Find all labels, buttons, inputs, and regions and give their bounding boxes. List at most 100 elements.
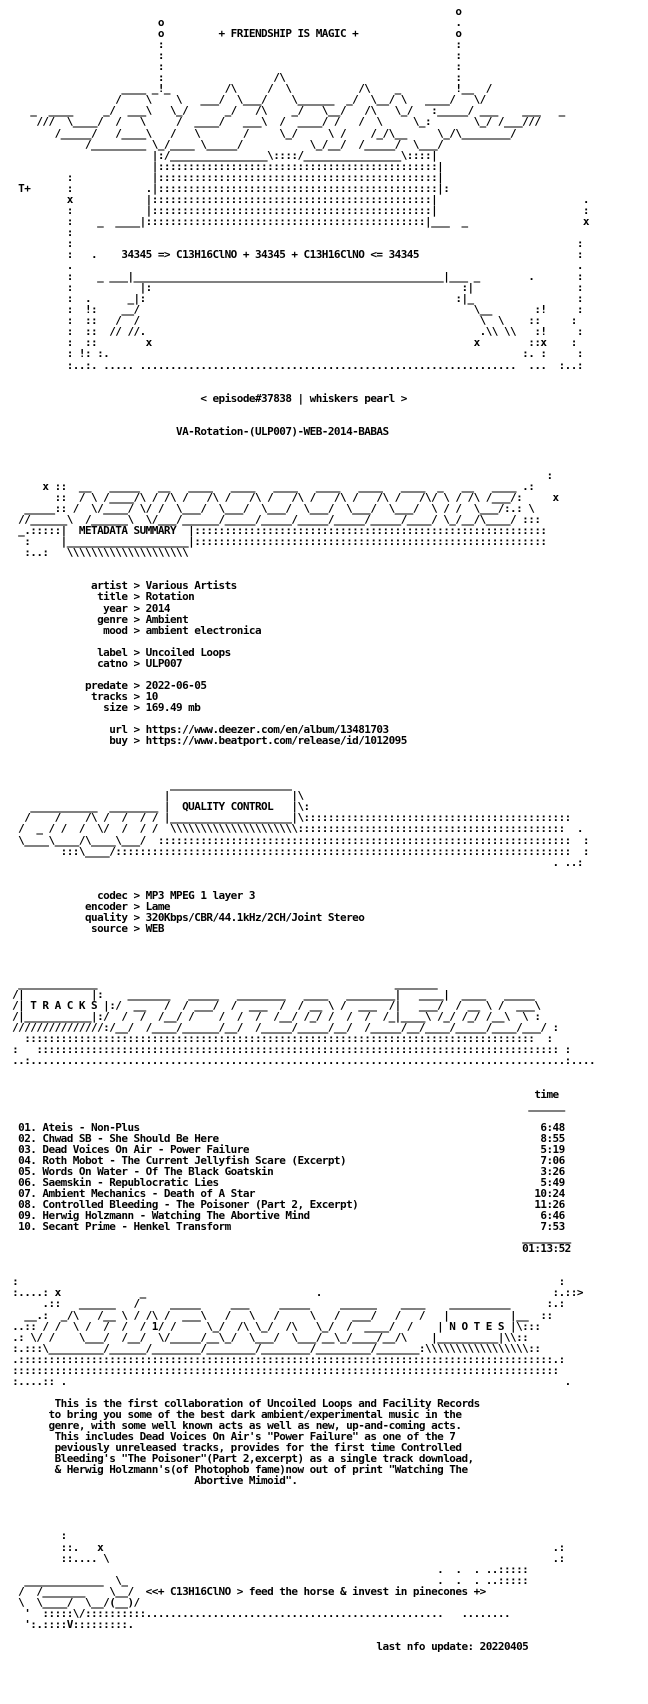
- nfo-line: This is the first collaboration of Uncoi…: [6, 1396, 481, 1410]
- nfo-line: last nfo update: 20220405: [6, 1639, 529, 1653]
- nfo-line: _____________ _______: [6, 977, 438, 991]
- nfo-line: x :: __ _____ __ ____ ____ ____ ____ ___…: [6, 480, 535, 494]
- nfo-line: o .: [6, 16, 462, 30]
- nfo-line: :: / \ /____/\ / /\ / /\ / /\ / /\ / /\ …: [6, 491, 560, 505]
- nfo-line: : :: [6, 1275, 565, 1289]
- nfo-line: . .: [6, 259, 584, 273]
- nfo-line: : |: :| :: [6, 281, 584, 295]
- nfo-line: / _ / / / \/ / / / \\\\\\\\\\\\\\\\\\\\\…: [6, 822, 583, 836]
- nfo-line: mood > ambient electronica: [6, 623, 262, 637]
- nfo-line: T+ : .|:::::::::::::::::::::::::::::::::…: [6, 181, 450, 195]
- nfo-line: & Herwig Holzmann's(of Photophob fame)no…: [6, 1463, 468, 1477]
- nfo-line: /_____/ /____\ / \ / \_/ \ / /_/\__ \_/\…: [6, 126, 517, 140]
- nfo-line: :.:::\_________/______/________/________…: [6, 1341, 541, 1355]
- nfo-line: / /_______ \__/ <<+ C13H16ClNO > feed th…: [6, 1584, 486, 1598]
- nfo-line: ____ _!_ /\ / \ /\ _ !__ /: [6, 82, 492, 96]
- nfo-line: x |:::::::::::::::::::::::::::::::::::::…: [6, 192, 590, 206]
- nfo-line: : |____________________|::::::::::::::::…: [6, 535, 547, 549]
- nfo-line: .:::::::::::::::::::::::::::::::::::::::…: [6, 1352, 565, 1366]
- nfo-line: :..:. ..... ............................…: [6, 358, 584, 372]
- nfo-line: 01:13:52: [6, 1242, 571, 1256]
- nfo-line: : /\ :: [6, 71, 462, 85]
- nfo-line: ______: [6, 1098, 565, 1112]
- nfo-line: 08. Controlled Bleeding - The Poisoner (…: [6, 1198, 565, 1212]
- nfo-line: quality > 320Kbps/CBR/44.1kHz/2CH/Joint …: [6, 910, 365, 924]
- nfo-line: < episode#37838 | whiskers pearl >: [6, 391, 407, 405]
- nfo-line: buy > https://www.beatport.com/release/i…: [6, 734, 407, 748]
- nfo-line: /_________ \_/____ \_____/ \_/__/ /_____…: [6, 137, 444, 151]
- nfo-line: ____________________: [6, 778, 292, 792]
- nfo-line: :....:: . .: [6, 1374, 571, 1388]
- nfo-line: ::::::::::::::::::::::::::::::::::::::::…: [6, 1363, 559, 1377]
- nfo-line: ::. x .:: [6, 1540, 566, 1554]
- nfo-line: 03. Dead Voices On Air - Power Failure 5…: [6, 1142, 565, 1156]
- nfo-line: : . _|: :|_ :: [6, 292, 584, 306]
- nfo-line: ':.::::V:::::::::.: [6, 1617, 134, 1631]
- nfo-line: size > 169.49 mb: [6, 700, 201, 714]
- nfo-line: /| T R A C K S |:/ __ / / ___/ / ___ / /…: [6, 999, 541, 1013]
- nfo-line: __.: _/\ /__ \ / /\ / ___\ / \ / \ / ___…: [6, 1308, 553, 1322]
- nfo-line: 07. Ambient Mechanics - Death of A Star …: [6, 1187, 565, 1201]
- nfo-line: / \ \ ___/ \___/ \______ _/ \__/ \ ____/…: [6, 93, 486, 107]
- nfo-line: : |:::::::::::::::::::::::::::::::::::::…: [6, 170, 444, 184]
- nfo-line: ::::::::::::::::::::::::::::::::::::::::…: [6, 1032, 553, 1046]
- nfo-line: :....: x _ . :.::>: [6, 1286, 583, 1300]
- nfo-line: : ::::::::::::::::::::::::::::::::::::::…: [6, 1043, 571, 1057]
- nfo-line: 01. Ateis - Non-Plus 6:48: [6, 1120, 565, 1134]
- nfo-line: |:/________________\::::/_______________…: [6, 148, 438, 162]
- nfo-line: ..:.....................................…: [6, 1054, 596, 1068]
- nfo-line: : :: / / \ \ :: :: [6, 314, 578, 328]
- nfo-line: genre > Ambient: [6, 612, 189, 626]
- nfo-line: label > Uncoiled Loops: [6, 645, 231, 659]
- nfo-line: VA-Rotation-(ULP007)-WEB-2014-BABAS: [6, 424, 389, 438]
- nfo-line: 09. Herwig Holzmann - Watching The Abort…: [6, 1209, 565, 1223]
- nfo-line: : :: // //. .\\ \\ :! :: [6, 325, 584, 339]
- nfo-line: : |:::::::::::::::::::::::::::::::::::::…: [6, 203, 590, 217]
- nfo-line: peviously unreleased tracks, provides fo…: [6, 1441, 462, 1455]
- nfo-line: 05. Words On Water - Of The Black Goatsk…: [6, 1164, 565, 1178]
- nfo-line: : !: :. :. : :: [6, 347, 584, 361]
- nfo-line: : :: [6, 60, 462, 74]
- nfo-line: predate > 2022-06-05: [6, 678, 207, 692]
- nfo-line: _ ____ _/ ___\ \_/ _/ /\ _/ \__/ /\ \_/ …: [6, 104, 565, 118]
- nfo-line: o: [6, 5, 462, 18]
- nfo-line: 10. Secant Prime - Henkel Transform 7:53: [6, 1220, 565, 1234]
- nfo-line: ___________ ________ | QUALITY CONTROL |…: [6, 800, 310, 814]
- nfo-line: :: [6, 225, 74, 239]
- nfo-line: .: \/ / \___/ /__/ \/_____/__\_/ \___/ \…: [6, 1330, 529, 1344]
- nfo-line: ________: [6, 1231, 571, 1245]
- nfo-line: . . . ..:::::: [6, 1562, 529, 1576]
- nfo-line: Bleeding's "The Poisoner"(Part 2,excerpt…: [6, 1452, 475, 1466]
- nfo-line: //______\ /______\ \/___/______/_____/__…: [6, 513, 541, 527]
- nfo-line: 02. Chwad SB - She Should Be Here 8:55: [6, 1131, 565, 1145]
- nfo-line: . ..:: [6, 855, 584, 869]
- nfo-line: : :: [6, 38, 462, 52]
- nfo-line: _____________ \_ . . . ..:::::: [6, 1573, 529, 1587]
- nfo-line: artist > Various Artists: [6, 579, 237, 593]
- nfo-line: source > WEB: [6, 921, 164, 935]
- nfo-text: o o . o + FRIENDSHIP IS MAGIC + o :: [6, 6, 642, 1652]
- nfo-line: to bring you some of the best dark ambie…: [6, 1407, 463, 1421]
- nfo-line: encoder > Lame: [6, 899, 171, 913]
- nfo-line: /// \____/ / \ / ____/ ___\ / ____/ / / …: [6, 115, 541, 129]
- nfo-line: /| |: _______ _____ ________ ____ ______…: [6, 988, 535, 1002]
- nfo-line: Abortive Mimoid".: [6, 1474, 298, 1488]
- nfo-line: ' :::::\/::::::::::.....................…: [6, 1606, 511, 1620]
- nfo-line: year > 2014: [6, 601, 170, 615]
- nfo-line: tracks > 10: [6, 689, 158, 703]
- nfo-line: \ \____/ \__/(__)/: [6, 1595, 152, 1609]
- nfo-line: title > Rotation: [6, 590, 195, 604]
- nfo-line: : :: x x ::x :: [6, 336, 578, 350]
- nfo-line: .:: ______ / _____ ___ _____ ______ ____…: [6, 1297, 565, 1311]
- nfo-line: _.:::::| METADATA SUMMARY |:::::::::::::…: [6, 524, 547, 538]
- nfo-line: :::\____/:::::::::::::::::::::::::::::::…: [6, 844, 590, 858]
- nfo-line: : !: __/ \__ :! :: [6, 303, 584, 317]
- nfo-line: 06. Saemskin - Republocratic Lies 5:49: [6, 1175, 565, 1189]
- nfo-line: genre, with some well known acts as well…: [6, 1419, 463, 1432]
- nfo-line: codec > MP3 MPEG 1 layer 3: [6, 888, 255, 902]
- nfo-line: catno > ULP007: [6, 656, 183, 670]
- nfo-line: :: [6, 468, 553, 482]
- nfo-line: :: [6, 1529, 68, 1543]
- nfo-line: / / /\ / / / / |____________________|\::…: [6, 811, 571, 825]
- nfo-line: url > https://www.deezer.com/en/album/13…: [6, 723, 389, 737]
